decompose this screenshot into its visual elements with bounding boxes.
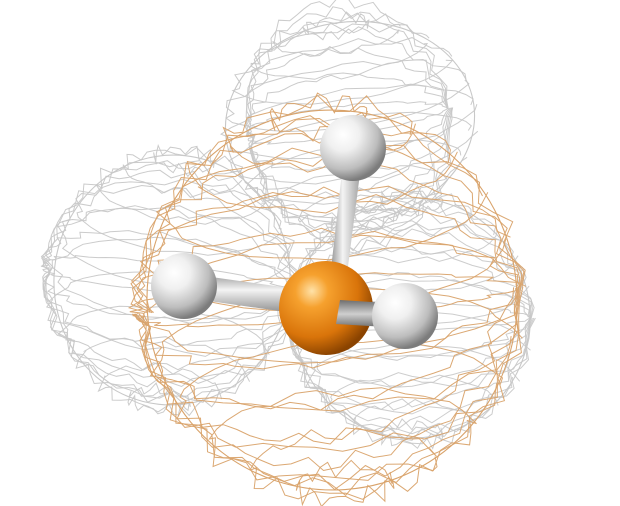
surface-longitude-line [40,169,300,294]
surface-latitude-line [57,305,270,384]
surface-longitude-line [130,186,521,314]
electron-surface-mesh [40,0,536,506]
surface-longitude-line [244,6,449,137]
surface-latitude-line [225,58,470,133]
surface-longitude-line [42,267,299,371]
surface-longitude-line [132,286,519,445]
surface-longitude-line [290,317,533,429]
surface-latitude-line [231,37,454,105]
surface-longitude-line [131,286,519,411]
surface-longitude-line [250,107,454,252]
atom-hydrogen-left [151,253,217,319]
surface-longitude-line [42,266,297,348]
surface-latitude-line [272,12,401,57]
surface-latitude-line [304,343,521,415]
surface-latitude-line [75,336,251,403]
surface-longitude-line [44,267,301,397]
surface-latitude-line [208,387,477,481]
surface-longitude-line [41,230,295,294]
surface-longitude-line [131,111,526,313]
surface-outline [146,109,518,491]
surface-longitude-line [286,207,533,319]
surface-latitude-line [127,382,191,416]
surface-longitude-line [287,199,535,319]
bond-p-h-top [330,154,362,282]
surface-latitude-line [155,143,489,261]
surface-latitude-line [250,23,430,80]
surface-longitude-line [245,45,448,137]
bond-p-h-left [188,274,304,314]
surface-longitude-line [133,286,520,370]
surface-latitude-line [325,372,499,435]
surface-longitude-line [134,286,520,472]
surface-latitude-line [142,234,527,364]
surface-longitude-line [246,22,449,137]
surface-latitude-line [153,143,217,178]
surface-longitude-line [291,317,536,441]
surface-longitude-line [127,227,521,314]
atom-hydrogen-right [372,283,438,349]
surface-latitude-line [325,199,498,264]
surface-latitude-line [249,427,438,500]
surface-latitude-line [295,459,395,506]
surface-longitude-line [130,129,525,313]
surface-longitude-line [245,73,448,137]
surface-latitude-line [75,178,282,256]
surface-latitude-line [186,116,458,214]
surface-longitude-line [243,0,449,137]
surface-longitude-line [288,317,532,411]
atoms-group [151,115,438,355]
atom-hydrogen-top [320,115,386,181]
atom-phosphorus [279,261,373,355]
